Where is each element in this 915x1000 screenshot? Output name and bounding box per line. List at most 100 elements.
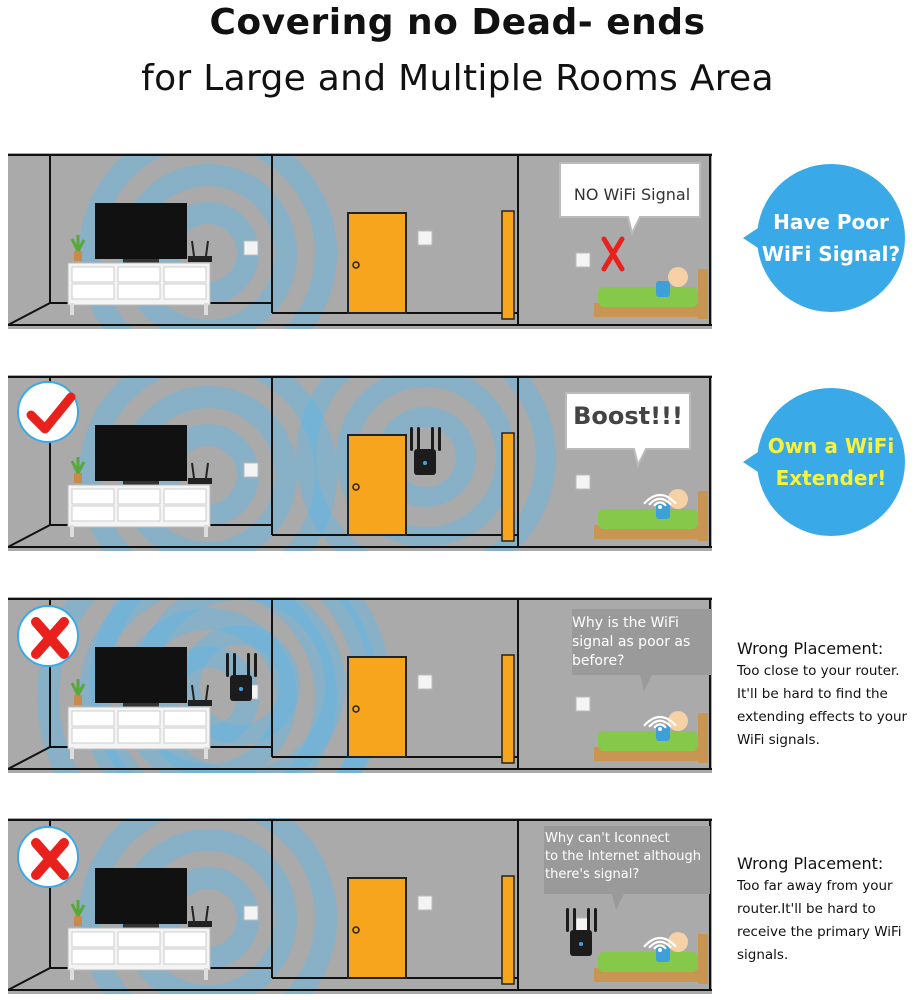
speech-boost: Boost!!! [573, 402, 683, 430]
x-badge-too-close [17, 605, 79, 667]
wifi-wave-icon [643, 715, 677, 727]
wifi-wave-icon [648, 940, 672, 949]
floor-edge-left [8, 302, 51, 326]
tv-stand [123, 481, 159, 487]
tv-stand [123, 924, 159, 930]
signal-ring [79, 375, 337, 551]
plant-icon [70, 235, 86, 252]
person-head [668, 711, 688, 731]
check-badge [17, 381, 79, 443]
tv-stand [123, 703, 159, 709]
wifi-wave-icon [648, 497, 672, 506]
signal-ring [180, 625, 300, 745]
router-device [188, 462, 212, 484]
wifi-dot [658, 505, 662, 509]
blanket [598, 509, 698, 529]
blanket [598, 731, 698, 751]
heading-line-2: for Large and Multiple Rooms Area [141, 58, 774, 99]
scene-too-far [8, 818, 712, 994]
speech-bubble [559, 162, 701, 236]
x-icon [31, 838, 69, 880]
plant-pot [74, 916, 82, 926]
bed [594, 489, 708, 541]
person-arm [656, 946, 670, 962]
wall-outlet [417, 895, 433, 911]
bed [594, 932, 708, 984]
plant-icon [70, 900, 86, 917]
extender-device [226, 653, 257, 701]
signal-ring [79, 153, 337, 329]
plant-pot [74, 251, 82, 261]
tv-cabinet [67, 927, 211, 980]
wifi-wave-icon [653, 944, 667, 950]
speech-bubble [565, 392, 691, 468]
signal-ring [79, 818, 337, 994]
person-head [668, 489, 688, 509]
door [347, 212, 407, 314]
wall-outlet [417, 230, 433, 246]
wall-outlet [243, 462, 259, 478]
side-door [501, 875, 515, 985]
speech-too-close: Why is the WiFi signal as poor as before… [572, 615, 691, 669]
wifi-wave-icon [643, 936, 677, 948]
tv-screen [95, 425, 187, 481]
scene-poor-signal [8, 153, 712, 329]
signal-ring [79, 597, 337, 773]
door [347, 434, 407, 536]
extender-device [566, 908, 597, 956]
router-device [188, 684, 212, 706]
side-door [501, 654, 515, 764]
person-arm [656, 503, 670, 519]
router-device [188, 905, 212, 927]
side-door [501, 432, 515, 542]
speech-bubble [572, 609, 712, 691]
wifi-wave-icon [653, 501, 667, 507]
tv-stand [123, 259, 159, 265]
blanket [598, 287, 698, 307]
bed [594, 267, 708, 319]
tv-cabinet [67, 706, 211, 759]
wifi-wave-icon [653, 723, 667, 729]
scene-with-extender [8, 375, 712, 551]
plant-icon [70, 457, 86, 474]
no-signal-x-icon [601, 236, 625, 272]
tv-cabinet [67, 262, 211, 315]
door [347, 877, 407, 979]
wall-outlet [243, 905, 259, 921]
wifi-wave-icon [643, 493, 677, 505]
person-head [668, 932, 688, 952]
wall-outlet [575, 696, 591, 712]
speech-bubble [544, 826, 710, 910]
person-arm [656, 725, 670, 741]
wall-outlet [575, 474, 591, 490]
plant-icon [70, 679, 86, 696]
wall-outlet [417, 674, 433, 690]
wifi-dot [658, 727, 662, 731]
floor-edge-left [8, 746, 51, 770]
tv-screen [95, 203, 187, 259]
wifi-dot [658, 948, 662, 952]
wall-outlet [243, 240, 259, 256]
wifi-wave-icon [648, 719, 672, 728]
note-too-close: Wrong Placement: Too close to your route… [737, 639, 908, 748]
plant-pot [74, 473, 82, 483]
extender-device [410, 427, 441, 475]
side-door [501, 210, 515, 320]
tv-screen [95, 868, 187, 924]
x-badge-too-far [17, 826, 79, 888]
wall-outlet [575, 252, 591, 268]
note-too-far: Wrong Placement: Too far away from your … [737, 854, 902, 963]
floor-edge-left [8, 967, 51, 991]
tv-screen [95, 647, 187, 703]
scene-too-close [8, 597, 712, 773]
blanket [598, 952, 698, 972]
router-device [188, 240, 212, 262]
speech-no-wifi: NO WiFi Signal [573, 185, 691, 204]
signal-ring [296, 375, 556, 551]
check-icon [26, 392, 76, 434]
bed [594, 711, 708, 763]
speech-too-far: Why can't Iconnect to the Internet altho… [545, 831, 701, 882]
plant-pot [74, 695, 82, 705]
